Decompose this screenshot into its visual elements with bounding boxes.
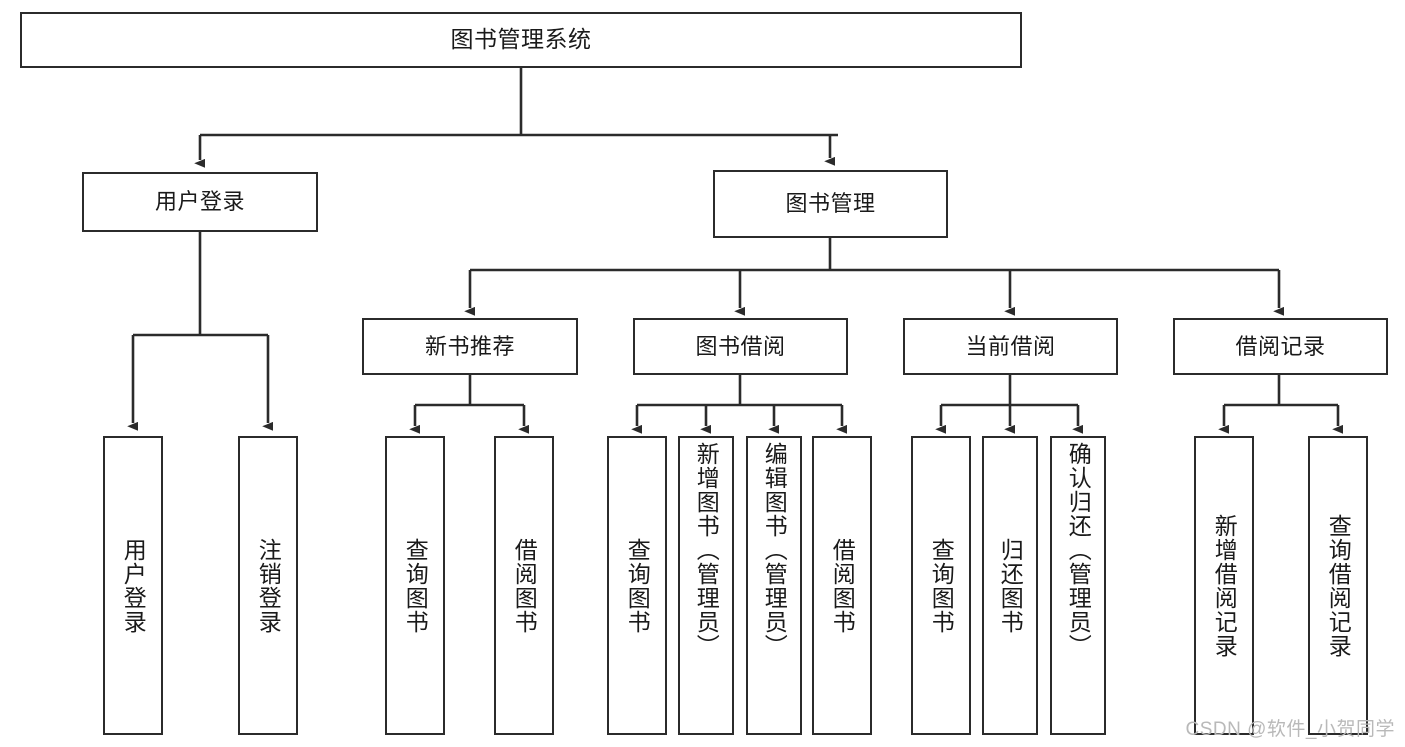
node-book-borrow-label: 图书借阅	[695, 333, 786, 359]
node-borrow-record-label: 借阅记录	[1235, 333, 1326, 359]
node-leaf-return-book-label: 归还图书	[997, 537, 1024, 634]
node-leaf-borrow-book-2[interactable]: 借阅图书	[812, 436, 872, 735]
node-user-login-label: 用户登录	[154, 189, 245, 215]
node-leaf-add-borrow-record[interactable]: 新增借阅记录	[1194, 436, 1254, 735]
node-leaf-query-book-3-label: 查询图书	[928, 537, 955, 634]
node-leaf-query-book-2[interactable]: 查询图书	[607, 436, 667, 735]
node-leaf-query-book-1-label: 查询图书	[402, 537, 429, 634]
csdn-watermark: CSDN @软件_小贺同学	[1185, 719, 1395, 740]
node-leaf-add-borrow-record-label: 新增借阅记录	[1211, 513, 1238, 658]
node-leaf-logout-login[interactable]: 注销登录	[238, 436, 298, 735]
node-leaf-edit-book-label: 编辑图书（管理员）	[761, 442, 788, 658]
node-leaf-confirm-return[interactable]: 确认归还（管理员）	[1050, 436, 1106, 735]
node-leaf-borrow-book-1-label: 借阅图书	[511, 537, 538, 634]
node-new-book-recommend-label: 新书推荐	[424, 333, 515, 359]
node-leaf-query-borrow-record-label: 查询借阅记录	[1325, 513, 1352, 658]
node-leaf-query-borrow-record[interactable]: 查询借阅记录	[1308, 436, 1368, 735]
node-book-borrow[interactable]: 图书借阅	[633, 318, 848, 375]
node-book-manage-label: 图书管理	[785, 191, 876, 217]
node-leaf-add-book-label: 新增图书（管理员）	[693, 442, 720, 658]
node-leaf-user-login-label: 用户登录	[120, 537, 147, 634]
node-leaf-confirm-return-label: 确认归还（管理员）	[1065, 442, 1092, 658]
node-current-borrow-label: 当前借阅	[965, 333, 1056, 359]
node-leaf-logout-login-label: 注销登录	[255, 537, 282, 634]
node-leaf-query-book-1[interactable]: 查询图书	[385, 436, 445, 735]
node-leaf-query-book-2-label: 查询图书	[624, 537, 651, 634]
node-new-book-recommend[interactable]: 新书推荐	[362, 318, 578, 375]
node-leaf-add-book[interactable]: 新增图书（管理员）	[678, 436, 734, 735]
node-leaf-return-book[interactable]: 归还图书	[982, 436, 1038, 735]
node-current-borrow[interactable]: 当前借阅	[903, 318, 1118, 375]
node-leaf-borrow-book-1[interactable]: 借阅图书	[494, 436, 554, 735]
node-leaf-user-login[interactable]: 用户登录	[103, 436, 163, 735]
node-leaf-edit-book[interactable]: 编辑图书（管理员）	[746, 436, 802, 735]
node-borrow-record[interactable]: 借阅记录	[1173, 318, 1388, 375]
node-user-login[interactable]: 用户登录	[82, 172, 318, 232]
node-root-label: 图书管理系统	[450, 26, 592, 53]
node-book-manage[interactable]: 图书管理	[713, 170, 948, 238]
node-root-system[interactable]: 图书管理系统	[20, 12, 1022, 68]
node-leaf-borrow-book-2-label: 借阅图书	[829, 537, 856, 634]
node-leaf-query-book-3[interactable]: 查询图书	[911, 436, 971, 735]
